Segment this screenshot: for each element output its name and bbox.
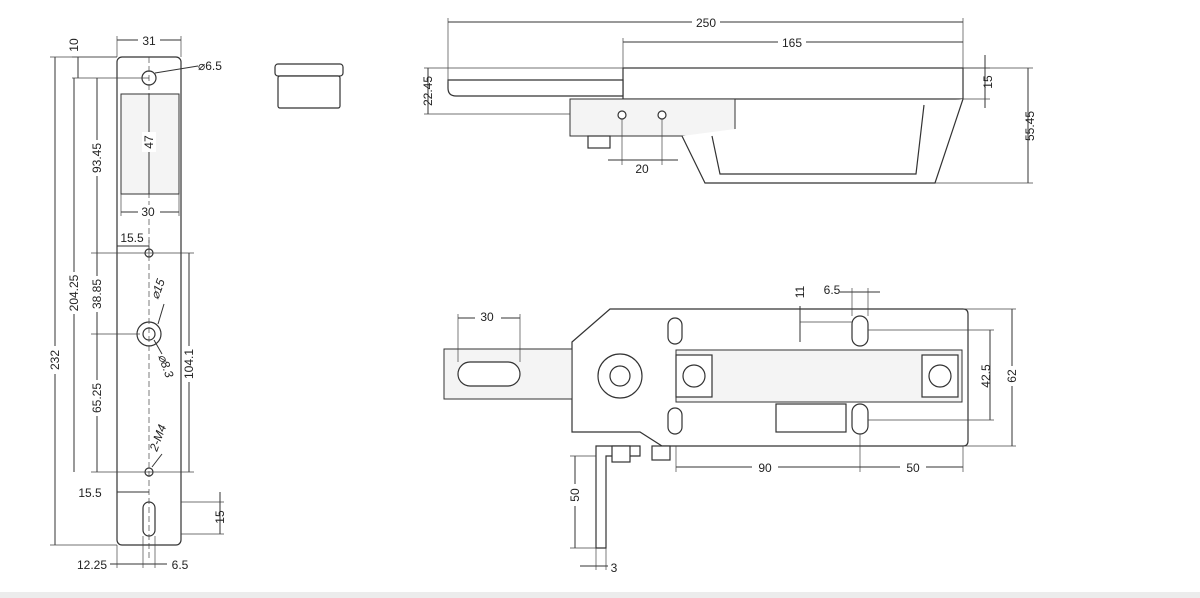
dim-62: 62 (1005, 369, 1019, 383)
dim-47: 47 (142, 135, 156, 149)
end-cap-top (274, 63, 344, 77)
side-handle-inner (711, 104, 925, 175)
dim-42-5: 42.5 (979, 364, 993, 388)
dim-31: 31 (142, 34, 156, 48)
front-bolt-slot (457, 361, 521, 387)
dim-65-25: 65.25 (90, 383, 104, 413)
front-lock-cylinder-inner (609, 365, 631, 387)
dim-204-25: 204.25 (67, 274, 81, 311)
dim-22-45: 22.45 (421, 76, 435, 106)
dim-12-25: 12.25 (77, 558, 107, 572)
dim-250: 250 (696, 16, 716, 30)
dim-10: 10 (67, 38, 81, 52)
front-recess (775, 403, 847, 433)
dim-55-45: 55.45 (1023, 111, 1037, 141)
side-lug (587, 135, 611, 149)
end-cap-body (277, 75, 341, 109)
front-nut-2 (651, 445, 671, 461)
front-slot-left-bottom (667, 407, 683, 435)
front-screw-left (682, 364, 706, 388)
dim-93-45: 93.45 (90, 143, 104, 173)
bottom-scroll-bar (0, 592, 1200, 598)
dim-50-vertical: 50 (568, 488, 582, 502)
front-slot-left-top (667, 317, 683, 345)
dim-dia-15: ⌀15 (148, 277, 168, 301)
dim-6-5-front: 6.5 (824, 283, 841, 297)
dim-15-5-bottom: 15.5 (78, 486, 102, 500)
end-cap-view (274, 63, 344, 109)
front-slot-right-bottom (851, 403, 869, 435)
side-bolt (447, 79, 624, 97)
dim-90: 90 (758, 461, 772, 475)
dim-232: 232 (48, 350, 62, 370)
side-hole-2 (657, 110, 667, 120)
dim-15-slot: 15 (213, 510, 227, 524)
dim-104-1: 104.1 (182, 349, 196, 379)
dim-165: 165 (782, 36, 802, 50)
dim-6-5-slot: 6.5 (172, 558, 189, 572)
dim-20: 20 (635, 162, 649, 176)
front-screw-right (928, 364, 952, 388)
side-body (622, 67, 964, 100)
side-housing (569, 98, 736, 137)
dim-15-5-top: 15.5 (120, 231, 144, 245)
left-plate-view: 31 10 ⌀6.5 93.45 47 30 15.5 204.25 (48, 33, 227, 572)
side-view: 250 165 22.45 15 55.45 20 (421, 15, 1037, 184)
front-nut-1 (611, 445, 631, 463)
dim-3: 3 (611, 561, 618, 575)
front-handle-bar (675, 349, 963, 403)
dim-30: 30 (141, 205, 155, 219)
dim-11: 11 (793, 285, 807, 298)
dim-hole-6-5: ⌀6.5 (198, 59, 222, 73)
side-hole-1 (617, 110, 627, 120)
dim-15-side: 15 (981, 75, 995, 89)
front-slot-right-top (851, 315, 869, 347)
dim-50-horizontal: 50 (906, 461, 920, 475)
front-view: 30 11 6.5 42.5 62 90 50 (443, 283, 1019, 575)
dim-30-front: 30 (480, 310, 494, 324)
dim-38-85: 38.85 (90, 279, 104, 309)
